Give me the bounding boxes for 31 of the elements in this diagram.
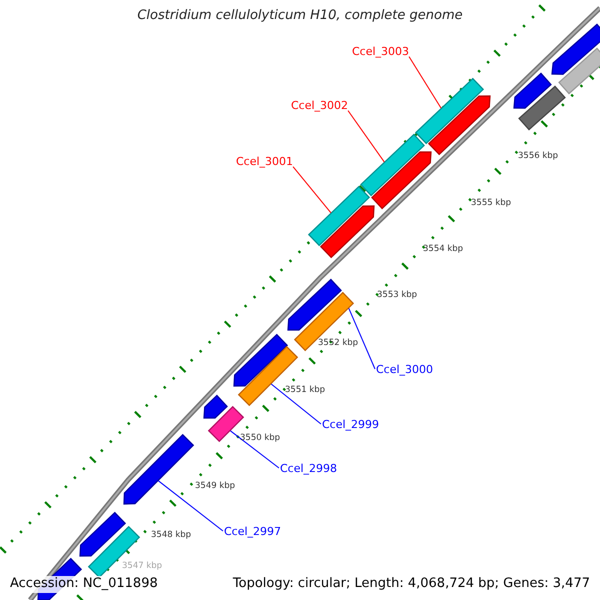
position-label: 3554 kbp: [423, 245, 464, 255]
gene-feature: [414, 78, 484, 144]
position-label: 3550 kbp: [240, 434, 280, 444]
leader-line: [292, 166, 332, 214]
position-label: 3551 kbp: [285, 386, 326, 396]
gene-label: Ccel_2998: [280, 463, 338, 476]
gene-label: Ccel_2997: [224, 526, 282, 539]
leader-line: [230, 430, 280, 468]
position-label: 3553 kbp: [377, 291, 418, 301]
accession-text: Accession: NC_011898: [8, 576, 160, 593]
gene-label: Ccel_2999: [322, 419, 380, 432]
position-label: 3548 kbp: [151, 531, 192, 541]
position-label: 3547 kbp: [122, 562, 162, 572]
gene-label: Ccel_3002: [291, 100, 348, 113]
gene-label: Ccel_3001: [236, 156, 294, 169]
leader-line: [158, 480, 224, 532]
leader-line: [348, 110, 385, 162]
gene-label: Ccel_3003: [352, 46, 410, 59]
leader-line: [408, 56, 442, 109]
title: Clostridium cellulolyticum H10, complete genome: [136, 9, 464, 24]
gene-feature: [123, 434, 194, 505]
gene-label: Ccel_3000: [376, 364, 434, 377]
gene-feature: [360, 134, 425, 196]
position-label: 3549 kbp: [195, 482, 236, 492]
leader-line: [270, 384, 322, 424]
position-label: 3552 kbp: [318, 339, 358, 349]
gene-feature: [308, 186, 370, 246]
genome-stats-text: Topology: circular; Length: 4,068,724 bp; Genes: 3,477: [230, 576, 592, 593]
position-label: 3555 kbp: [471, 199, 512, 209]
leader-line: [348, 308, 376, 370]
position-label: 3556 kbp: [518, 152, 558, 162]
